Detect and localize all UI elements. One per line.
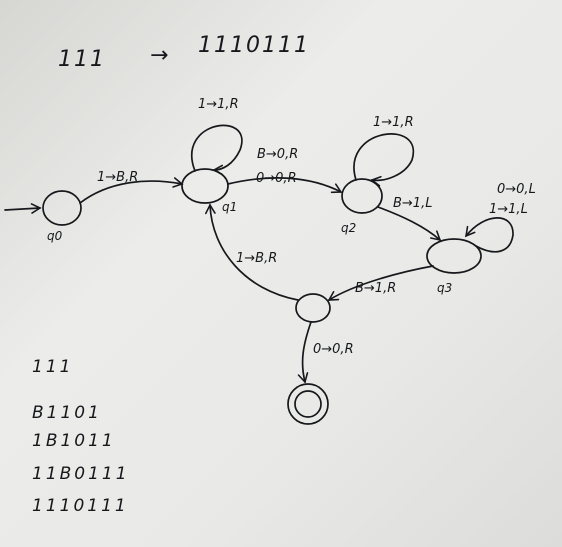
edge-q1-loop-label: 1→1,R xyxy=(198,97,239,112)
state-q0-label: q0 xyxy=(47,229,63,243)
state-q3-label: q3 xyxy=(437,281,452,295)
trace-line-2: B1101 xyxy=(32,403,102,423)
state-q2-label: q2 xyxy=(341,221,356,235)
state-q1-label: q1 xyxy=(222,200,237,214)
edge-q3-q4 xyxy=(327,265,434,301)
edge-q3-loop xyxy=(465,217,514,253)
edge-q1-q2b-label: 0→0,R xyxy=(256,171,297,186)
title-input: 111 xyxy=(58,47,106,72)
state-qf xyxy=(287,383,329,425)
edge-q1-loop xyxy=(191,124,243,176)
edge-q0-q1-label: 1→B,R xyxy=(97,170,138,185)
edge-q4-qf xyxy=(297,321,312,384)
trace-line-1: 111 xyxy=(32,357,73,377)
edge-q4-qf-label: 0→0,R xyxy=(313,342,354,357)
edge-q1-q2 xyxy=(227,177,343,194)
state-q0 xyxy=(42,190,82,226)
edge-q3-q4-label: B→1,R xyxy=(355,281,396,296)
trace-line-5: 1110111 xyxy=(32,496,129,516)
start-arrow xyxy=(4,203,42,214)
edge-q3-loop-b-label: 1→1,L xyxy=(489,202,528,217)
edge-q3-loop-a-label: 0→0,L xyxy=(497,182,536,197)
state-q2 xyxy=(341,178,383,214)
state-q1 xyxy=(181,168,229,204)
edge-q2-q3-label: B→1,L xyxy=(393,196,432,211)
edge-q0-q1 xyxy=(79,177,184,204)
edge-q2-q3 xyxy=(377,206,442,242)
edge-q4-q1-label: 1→B,R xyxy=(236,251,277,266)
edge-q1-q2-label: B→0,R xyxy=(257,147,298,162)
state-q4 xyxy=(295,293,331,323)
title-output: 1110111 xyxy=(198,33,310,58)
edge-q2-loop-label: 1→1,R xyxy=(373,115,414,130)
title-arrow: → xyxy=(150,43,170,68)
trace-line-3: 1B1011 xyxy=(32,431,116,451)
edge-q2-loop xyxy=(353,133,415,187)
state-q3 xyxy=(426,238,482,274)
trace-line-4: 11B0111 xyxy=(32,464,130,484)
edge-q4-q1 xyxy=(205,203,299,301)
state-qf-inner xyxy=(294,390,322,418)
